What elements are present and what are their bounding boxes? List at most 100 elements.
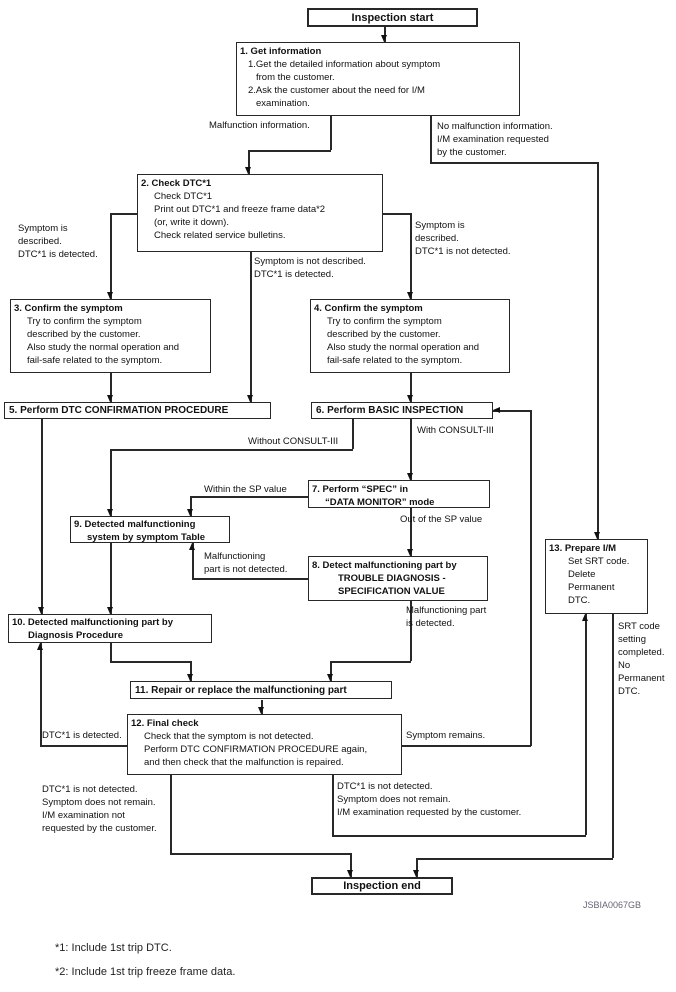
arrowhead-down — [107, 607, 113, 614]
edge-label-line: DTC*1 is not detected. — [42, 784, 138, 795]
arrowhead-up — [37, 643, 43, 650]
arrowhead-up — [189, 543, 195, 550]
edge-label-line: DTC*1 is detected. — [18, 249, 98, 260]
connector-line — [170, 853, 351, 855]
edge-label-srt-code: SRT code setting completed. No Permanent… — [618, 620, 664, 698]
node-label: Inspection end — [343, 880, 421, 892]
connector-line — [597, 162, 599, 539]
arrowhead-down — [407, 395, 413, 402]
arrowhead-down — [407, 292, 413, 299]
arrowhead-down — [187, 674, 193, 681]
edge-label-malfunction-information: Malfunction information. — [209, 120, 310, 131]
edge-label-symptom-remains: Symptom remains. — [406, 730, 486, 741]
connector-line — [250, 252, 252, 402]
edge-label-line: DTC*1 is not detected. — [415, 246, 511, 257]
arrowhead-down — [38, 607, 44, 614]
node-confirm-symptom-4: 4. Confirm the symptom Try to confirm th… — [310, 299, 510, 373]
node-text: described by the customer. — [327, 329, 441, 340]
node-text: DTC. — [568, 595, 591, 606]
edge-label-line: DTC*1 is not detected. — [337, 781, 433, 792]
arrowhead-down — [245, 167, 251, 174]
edge-label-symptom-not-described: Symptom is not described. DTC*1 is detec… — [254, 255, 366, 281]
connector-line — [410, 419, 412, 480]
connector-line — [110, 213, 138, 215]
arrowhead-down — [187, 509, 193, 516]
edge-label-end-right: DTC*1 is not detected. Symptom does not … — [337, 780, 521, 819]
edge-label-end-left: DTC*1 is not detected. Symptom does not … — [42, 783, 157, 835]
node-inspection-start: Inspection start — [307, 8, 478, 27]
connector-line — [332, 775, 334, 835]
edge-label-line: Symptom is — [18, 223, 68, 234]
edge-label-line: described. — [415, 233, 459, 244]
arrowhead-down — [247, 395, 253, 402]
edge-label-line: requested by the customer. — [42, 823, 157, 834]
arrowhead-down — [327, 674, 333, 681]
node-basic-inspection: 6. Perform BASIC INSPECTION — [311, 402, 493, 419]
edge-label-line: Malfunctioning — [204, 551, 266, 562]
connector-line — [416, 858, 613, 860]
edge-label-line: by the customer. — [437, 147, 507, 158]
node-title: 4. Confirm the symptom — [314, 303, 423, 314]
arrowhead-down — [107, 292, 113, 299]
arrowhead-down — [107, 509, 113, 516]
node-title: 11. Repair or replace the malfunctioning… — [135, 684, 347, 696]
connector-line — [416, 858, 418, 877]
connector-line — [330, 661, 411, 663]
node-title: 5. Perform DTC CONFIRMATION PROCEDURE — [9, 405, 229, 416]
connector-line — [402, 745, 531, 747]
node-text: Try to confirm the symptom — [327, 316, 442, 327]
edge-label-line: Symptom is — [415, 220, 465, 231]
arrowhead-down — [413, 870, 419, 877]
footnote-2: *2: Include 1st trip freeze frame data. — [55, 966, 236, 978]
connector-line — [330, 661, 332, 681]
node-get-information: 1. Get information 1.Get the detailed in… — [236, 42, 520, 116]
node-text: Print out DTC*1 and freeze frame data*2 — [154, 204, 326, 215]
connector-line — [493, 410, 531, 412]
node-label: Inspection start — [351, 11, 434, 24]
arrowhead-left — [493, 407, 500, 413]
edge-label-line: part is not detected. — [204, 564, 288, 575]
edge-label-line: completed. — [618, 647, 665, 658]
arrowhead-down — [107, 395, 113, 402]
node-text: and then check that the malfunction is r… — [144, 757, 344, 768]
arrowhead-down — [407, 549, 413, 556]
edge-label-line: described. — [18, 236, 62, 247]
arrowhead-down — [347, 870, 353, 877]
connector-line — [383, 213, 411, 215]
node-title: 10. Detected malfunctioning part by — [12, 617, 173, 628]
node-spec-data-monitor: 7. Perform “SPEC” in “DATA MONITOR” mode — [308, 480, 490, 508]
edge-label-line: I/M examination not — [42, 810, 125, 821]
node-title: 3. Confirm the symptom — [14, 303, 123, 314]
node-text: Check related service bulletins. — [154, 230, 286, 241]
node-text: fail-safe related to the symptom. — [327, 355, 463, 366]
node-confirm-symptom-3: 3. Confirm the symptom Try to confirm th… — [10, 299, 211, 373]
node-final-check: 12. Final check Check that the symptom i… — [127, 714, 402, 775]
connector-line — [410, 213, 412, 299]
node-diagnosis-procedure: 10. Detected malfunctioning part by Diag… — [8, 614, 212, 643]
node-title: 6. Perform BASIC INSPECTION — [316, 405, 464, 416]
edge-label-line: DTC*1 is detected. — [254, 269, 334, 280]
edge-label-dtc-detected: DTC*1 is detected. — [42, 730, 122, 741]
connector-line — [110, 661, 191, 663]
connector-line — [612, 614, 614, 858]
edge-label-line: Malfunctioning part — [406, 605, 487, 616]
node-prepare-im: 13. Prepare I/M Set SRT code. Delete Per… — [545, 539, 648, 614]
connector-line — [41, 419, 43, 614]
connector-line — [110, 449, 353, 451]
node-text: Check that the symptom is not detected. — [144, 731, 314, 742]
node-title: 13. Prepare I/M — [549, 543, 617, 554]
node-title: system by symptom Table — [87, 532, 206, 543]
connector-line — [110, 543, 112, 614]
connector-line — [410, 373, 412, 402]
node-repair-replace: 11. Repair or replace the malfunctioning… — [130, 681, 392, 699]
node-text: described by the customer. — [27, 329, 141, 340]
node-text: 1.Get the detailed information about sym… — [248, 59, 441, 70]
connector-line — [110, 643, 112, 661]
node-dtc-confirmation-procedure: 5. Perform DTC CONFIRMATION PROCEDURE — [4, 402, 271, 419]
node-title: Diagnosis Procedure — [28, 630, 124, 641]
edge-label-part-not-detected: Malfunctioning part is not detected. — [204, 550, 287, 576]
connector-line — [110, 449, 112, 516]
edge-label-no-malfunction-information: No malfunction information. I/M examinat… — [437, 120, 553, 159]
edge-label-without-consult: Without CONSULT-III — [248, 436, 339, 447]
